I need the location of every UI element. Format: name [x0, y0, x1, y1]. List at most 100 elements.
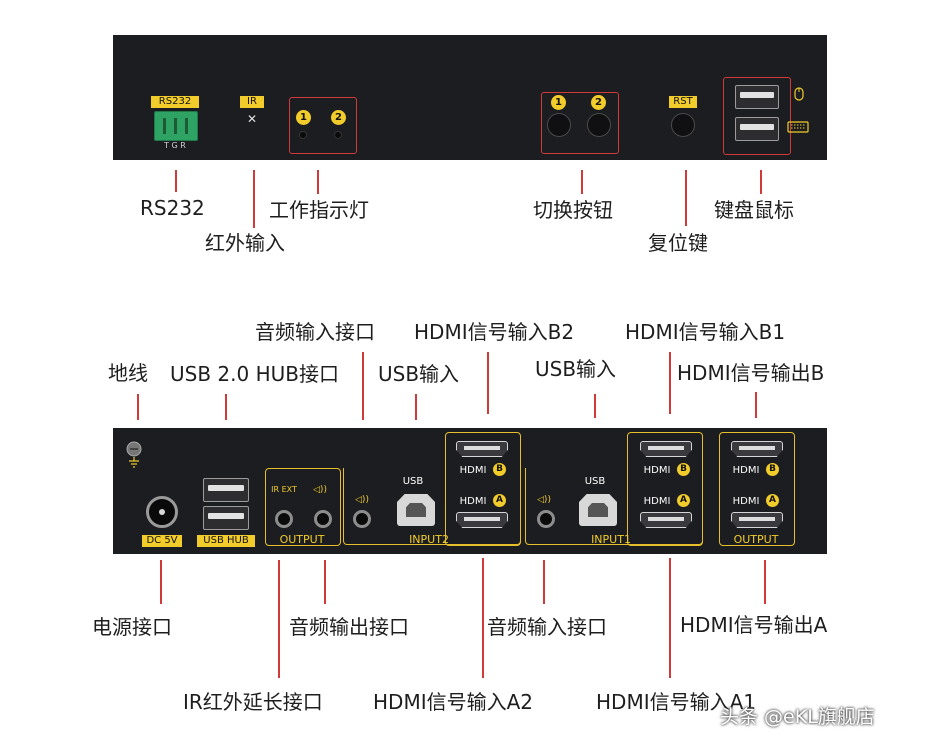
annotation-hdmi-in-a2: HDMI信号输入A2 [373, 690, 533, 714]
input1-label: INPUT1 [591, 533, 631, 546]
annotation-usb-hub: USB 2.0 HUB接口 [170, 362, 339, 386]
mouse-icon [794, 87, 804, 101]
ir-sensor-icon: ✕ [246, 112, 258, 126]
annotation-keyboard-mouse: 键盘鼠标 [714, 198, 794, 222]
annotation-usb-in-2: USB输入 [378, 362, 460, 386]
leader-line [543, 560, 545, 604]
switch-button-1[interactable] [547, 113, 571, 137]
leader-line [669, 558, 671, 678]
input1-hdmi-a-label: HDMI [643, 496, 671, 507]
output-hdmi-label: OUTPUT [733, 533, 779, 546]
switch-2-number: 2 [591, 95, 606, 110]
leader-line [760, 170, 762, 194]
ir-ext-jack [275, 510, 293, 528]
input1-audio-jack [537, 510, 555, 528]
output-hdmi-a-label: HDMI [732, 496, 760, 507]
switch-button-2[interactable] [587, 113, 611, 137]
speaker-icon: ◁)) [537, 495, 551, 505]
input2-hdmi-a-port [456, 512, 508, 528]
input1-hdmi-a-badge: A [677, 494, 690, 507]
keyboard-usb-port [735, 117, 779, 141]
mouse-usb-port [735, 85, 779, 109]
usb-hub-label: USB HUB [197, 535, 255, 547]
leader-line [317, 170, 319, 194]
annotation-hdmi-in-a1: HDMI信号输入A1 [596, 690, 756, 714]
leader-line [764, 560, 766, 604]
terminal-screw [174, 118, 177, 134]
leader-line [362, 352, 364, 420]
speaker-icon: ◁)) [313, 485, 327, 495]
dc-5v-label: DC 5V [142, 535, 182, 547]
annotation-ir-ext: IR红外延长接口 [183, 690, 323, 714]
annotation-ir-input: 红外输入 [205, 231, 285, 255]
input2-audio-jack [353, 510, 371, 528]
dc-power-jack [146, 496, 178, 528]
leader-line [581, 170, 583, 194]
leader-line [175, 170, 177, 192]
input1-hdmi-box [627, 432, 703, 546]
leader-line [482, 558, 484, 678]
speaker-icon: ◁)) [355, 495, 369, 505]
input1-hdmi-a-port [640, 512, 692, 528]
leader-line [487, 352, 489, 414]
output-hdmi-b-badge: B [766, 463, 779, 476]
annotation-hdmi-out-b: HDMI信号输出B [677, 361, 825, 385]
annotation-hdmi-in-b2: HDMI信号输入B2 [414, 320, 575, 344]
leader-line [594, 394, 596, 418]
leader-line [253, 170, 255, 228]
annotation-power: 电源接口 [92, 615, 172, 639]
switch-button-group [541, 92, 619, 154]
leader-line [160, 560, 162, 604]
annotation-audio-in-bottom: 音频输入接口 [487, 615, 607, 639]
annotation-hdmi-out-a: HDMI信号输出A [680, 613, 828, 637]
leader-line [415, 394, 417, 420]
audio-output-group [265, 468, 341, 546]
reset-button[interactable] [671, 113, 695, 137]
switch-1-number: 1 [551, 95, 566, 110]
annotation-ground: 地线 [108, 361, 148, 385]
keyboard-icon [787, 121, 809, 133]
output-hdmi-b-label: HDMI [732, 465, 760, 476]
annotation-reset-key: 复位键 [648, 231, 708, 255]
output-hdmi-a-port [731, 512, 783, 528]
annotation-usb-in-1: USB输入 [535, 357, 617, 381]
indicator-led-group [289, 97, 357, 154]
leader-line [324, 560, 326, 604]
ir-port-label: IR [240, 96, 264, 108]
input1-hdmi-b-port [640, 441, 692, 457]
input2-usb-label: USB [402, 476, 424, 487]
leader-line [225, 394, 227, 420]
led-2 [334, 131, 342, 139]
leader-line [278, 560, 280, 678]
rs232-terminal-block [154, 111, 198, 141]
input2-label: INPUT2 [409, 533, 449, 546]
annotation-rs232: RS232 [140, 196, 205, 220]
input2-hdmi-b-port [456, 441, 508, 457]
rs232-port-label: RS232 [151, 96, 199, 108]
input2-hdmi-box [445, 432, 521, 546]
annotation-hdmi-in-b1: HDMI信号输入B1 [625, 320, 786, 344]
led-1 [299, 131, 307, 139]
input2-hdmi-b-badge: B [493, 463, 506, 476]
terminal-pin-labels: T G R [164, 141, 186, 150]
output-hdmi-b-port [731, 441, 783, 457]
input2-hdmi-b-label: HDMI [459, 465, 487, 476]
kbd-mouse-usb-group [723, 77, 791, 155]
leader-line [685, 170, 687, 226]
rst-label: RST [669, 96, 697, 108]
input2-hdmi-a-badge: A [493, 494, 506, 507]
input1-usb-label: USB [584, 476, 606, 487]
leader-line [669, 352, 671, 414]
input2-usb-b-port [397, 494, 435, 526]
input1-hdmi-b-label: HDMI [643, 465, 671, 476]
annotation-audio-in-top: 音频输入接口 [255, 320, 375, 344]
output-hdmi-a-badge: A [766, 494, 779, 507]
leader-line [137, 394, 139, 420]
bottom-device-panel: DC 5V USB HUB IR EXT ◁)) OUTPUT ◁)) USB … [113, 428, 827, 554]
annotation-audio-out: 音频输出接口 [289, 615, 409, 639]
leader-line [755, 392, 757, 418]
input1-hdmi-b-badge: B [677, 463, 690, 476]
usb-hub-port-1 [203, 478, 249, 502]
audio-out-jack [314, 510, 332, 528]
watermark: 头条 @eKL旗舰店 [720, 706, 875, 728]
